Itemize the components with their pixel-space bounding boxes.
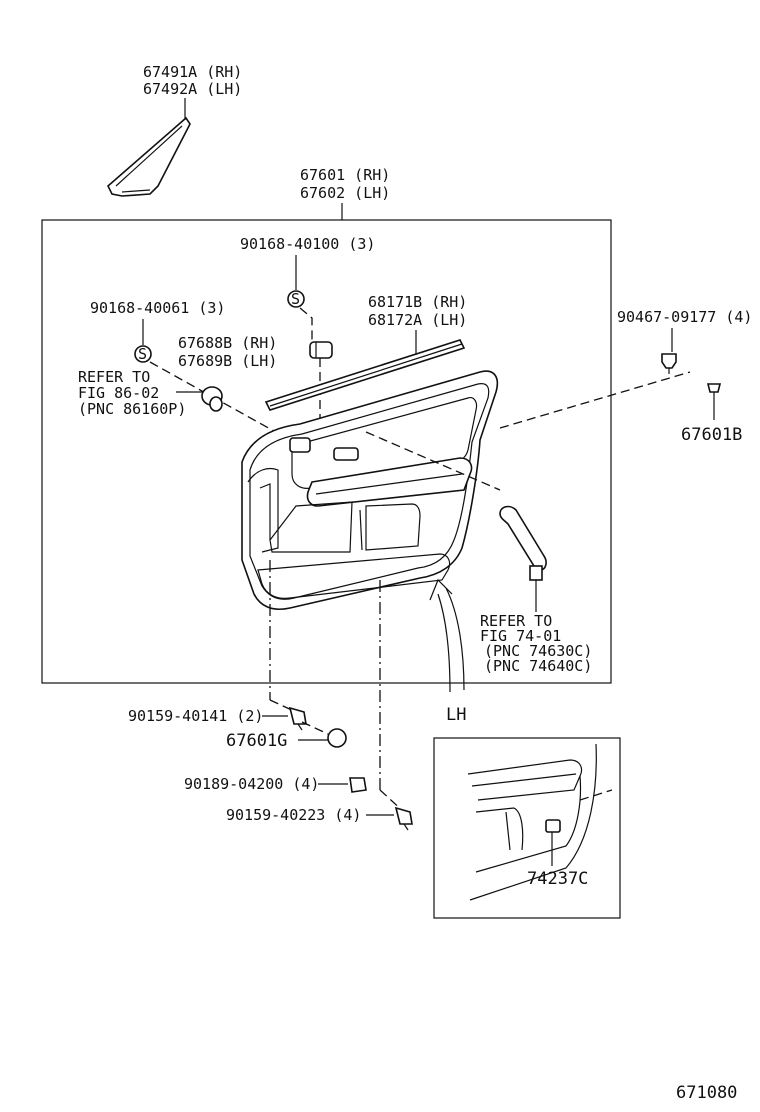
label-refer86-1: REFER TO — [78, 368, 150, 386]
label-lh-arrow: LH — [446, 705, 466, 725]
screw-right-icon — [661, 353, 677, 374]
triangle-garnish — [107, 116, 191, 197]
dash-screw-top — [299, 307, 313, 348]
figure-number: 671080 — [676, 1083, 737, 1103]
dash-inset — [579, 789, 613, 801]
label-refer74-4: (PNC 74640C) — [484, 657, 592, 675]
label-screw-bottom1: 90159-40141 (2) — [128, 707, 263, 725]
pull-handle — [499, 505, 547, 581]
label-moulding-rh: 68171B (RH) — [368, 293, 467, 311]
cap-bottom-icon — [327, 728, 347, 748]
label-screw-top: 90168-40100 (3) — [240, 235, 375, 253]
nut-bottom-icon — [349, 777, 367, 793]
screw-bottom2-icon — [394, 806, 413, 831]
label-triangle-rh: 67491A (RH) — [143, 63, 242, 81]
svg-text:S: S — [138, 345, 147, 363]
inset-panel-detail — [467, 743, 597, 901]
label-triangle-lh: 67492A (LH) — [143, 80, 242, 98]
screw-top-icon: S — [287, 290, 305, 308]
label-cover-rh: 67688B (RH) — [178, 334, 277, 352]
label-nut-bottom: 90189-04200 (4) — [184, 775, 319, 793]
cover-part — [309, 341, 333, 359]
label-screw-right: 90467-09177 (4) — [617, 308, 752, 326]
clip-right-icon — [706, 383, 722, 400]
label-refer74-2: FIG 74-01 — [480, 627, 561, 645]
label-panel-lh: 67602 (LH) — [300, 184, 390, 202]
label-inset-part: 74237C — [527, 869, 588, 889]
door-trim-panel — [241, 370, 499, 610]
label-panel-rh: 67601 (RH) — [300, 166, 390, 184]
label-refer86-3: (PNC 86160P) — [78, 400, 186, 418]
moulding-strip — [264, 339, 466, 411]
label-screw-bottom2: 90159-40223 (4) — [226, 806, 361, 824]
inset-frame — [433, 737, 621, 919]
label-screw-left: 90168-40061 (3) — [90, 299, 225, 317]
label-cover-lh: 67689B (LH) — [178, 352, 277, 370]
screw-left-icon: S — [134, 345, 152, 363]
svg-text:S: S — [291, 290, 300, 308]
label-cap-bottom: 67601G — [226, 731, 287, 751]
dash-bottom-left-2 — [269, 699, 297, 713]
label-refer74-1: REFER TO — [480, 612, 552, 630]
main-frame — [41, 219, 612, 684]
handle-part — [201, 386, 223, 412]
label-clip-right: 67601B — [681, 425, 742, 445]
screw-bottom1-icon — [288, 706, 307, 731]
lh-arrow-icon — [429, 578, 465, 693]
label-refer86-2: FIG 86-02 — [78, 384, 159, 402]
dash-bottom-right-2 — [379, 789, 405, 813]
dash-cap — [301, 721, 329, 735]
dash-right-screw — [499, 371, 691, 429]
dash-panel-inner — [365, 431, 501, 491]
label-moulding-lh: 68172A (LH) — [368, 311, 467, 329]
dash-screw-left — [149, 361, 291, 441]
label-refer74-3: (PNC 74630C) — [484, 642, 592, 660]
